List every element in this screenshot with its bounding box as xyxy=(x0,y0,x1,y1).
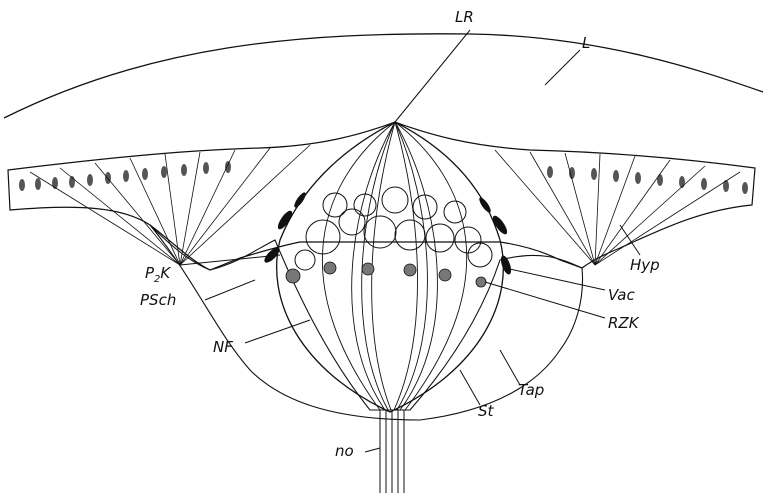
label-p2k: P2K xyxy=(145,264,171,285)
label-no: no xyxy=(335,442,354,460)
label-nf: NF xyxy=(213,338,233,356)
hypodermis-nuclei xyxy=(19,161,748,194)
label-psch: PSch xyxy=(140,291,176,309)
label-vac: Vac xyxy=(608,286,635,304)
lens-outline xyxy=(4,34,763,118)
label-p2k-tail: K xyxy=(160,264,171,282)
optic-nerve xyxy=(380,410,404,493)
pigment-cells xyxy=(262,191,513,276)
label-tap: Tap xyxy=(518,381,544,399)
leader-lines xyxy=(180,30,640,452)
label-hyp: Hyp xyxy=(630,256,660,274)
label-l: L xyxy=(582,34,590,52)
label-rzk: RZK xyxy=(608,314,640,332)
nerve-fibers xyxy=(322,122,466,410)
label-lr: LR xyxy=(455,8,474,26)
ommatidium-cup xyxy=(277,122,504,412)
label-st: St xyxy=(478,402,495,420)
retinula-nuclei xyxy=(286,262,486,287)
vacuoles xyxy=(295,187,492,270)
